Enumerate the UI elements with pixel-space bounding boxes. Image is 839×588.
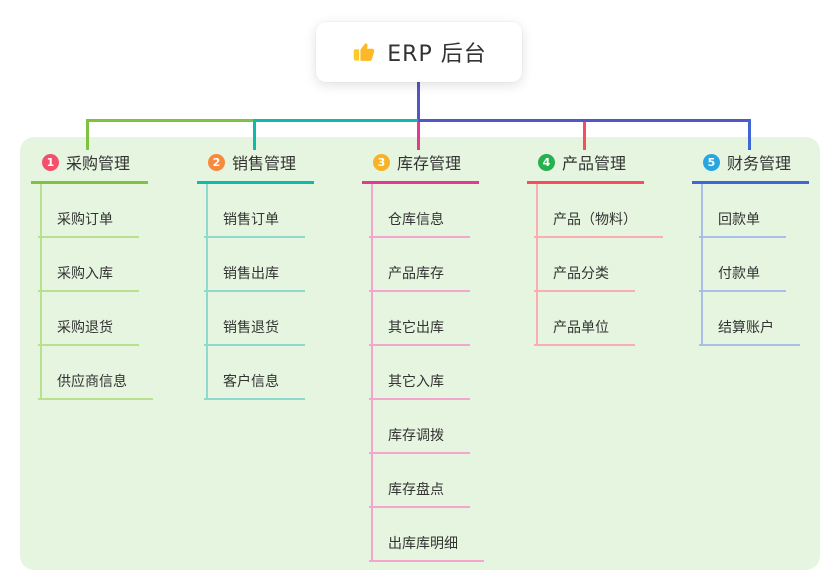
node-product-material[interactable]: 产品（物料）	[534, 184, 663, 238]
node-purchase-return[interactable]: 采购退货	[38, 292, 148, 346]
branch-number-badge: 3	[373, 153, 390, 171]
branch-product: 4 产品管理 产品（物料） 产品分类 产品单位	[527, 150, 663, 346]
branch-product-header[interactable]: 4 产品管理	[527, 150, 644, 184]
connector-drop-product	[583, 122, 586, 150]
branch-sales: 2 销售管理 销售订单 销售出库 销售退货 客户信息	[197, 150, 314, 400]
branch-product-label: 产品管理	[562, 154, 627, 173]
connector-horizontal-sales	[254, 119, 418, 122]
branch-number-badge: 2	[208, 153, 225, 171]
connector-horizontal-right	[418, 119, 751, 122]
root-node-label: ERP 后台	[387, 42, 487, 67]
node-receipt-order[interactable]: 回款单	[699, 184, 809, 238]
node-product-stock[interactable]: 产品库存	[369, 238, 479, 292]
branch-number-badge: 4	[538, 153, 555, 171]
connector-drop-sales	[253, 119, 256, 150]
node-other-outbound[interactable]: 其它出库	[369, 292, 479, 346]
node-stock-transfer[interactable]: 库存调拨	[369, 400, 479, 454]
branch-finance: 5 财务管理 回款单 付款单 结算账户	[692, 150, 809, 346]
thumbs-up-icon	[351, 39, 377, 65]
branch-finance-label: 财务管理	[727, 154, 792, 173]
node-sales-order[interactable]: 销售订单	[204, 184, 314, 238]
root-node-erp-backend[interactable]: ERP 后台	[316, 22, 522, 82]
branch-inventory-label: 库存管理	[397, 154, 462, 173]
node-settlement-account[interactable]: 结算账户	[699, 292, 809, 346]
branch-number-badge: 1	[42, 153, 59, 171]
branch-purchase: 1 采购管理 采购订单 采购入库 采购退货 供应商信息	[31, 150, 153, 400]
connector-drop-purchase	[86, 119, 89, 150]
branches-background-panel	[20, 137, 820, 570]
connector-trunk	[417, 82, 420, 121]
node-warehouse-info[interactable]: 仓库信息	[369, 184, 479, 238]
node-sales-outbound[interactable]: 销售出库	[204, 238, 314, 292]
branch-sales-header[interactable]: 2 销售管理	[197, 150, 314, 184]
node-purchase-order[interactable]: 采购订单	[38, 184, 148, 238]
node-sales-return[interactable]: 销售退货	[204, 292, 314, 346]
node-product-category[interactable]: 产品分类	[534, 238, 644, 292]
branch-product-children: 产品（物料） 产品分类 产品单位	[534, 184, 663, 346]
branch-inventory-children: 仓库信息 产品库存 其它出库 其它入库 库存调拨 库存盘点 出库库明细	[369, 184, 484, 562]
branch-sales-label: 销售管理	[232, 154, 297, 173]
branch-sales-children: 销售订单 销售出库 销售退货 客户信息	[204, 184, 314, 400]
branch-inventory-header[interactable]: 3 库存管理	[362, 150, 479, 184]
branch-purchase-children: 采购订单 采购入库 采购退货 供应商信息	[38, 184, 153, 400]
node-purchase-inbound[interactable]: 采购入库	[38, 238, 148, 292]
branch-finance-header[interactable]: 5 财务管理	[692, 150, 809, 184]
connector-drop-finance	[748, 119, 751, 150]
branch-purchase-label: 采购管理	[66, 154, 131, 173]
branch-inventory: 3 库存管理 仓库信息 产品库存 其它出库 其它入库 库存调拨 库存盘点 出库库…	[362, 150, 484, 562]
node-customer-info[interactable]: 客户信息	[204, 346, 314, 400]
branch-finance-children: 回款单 付款单 结算账户	[699, 184, 809, 346]
node-payment-order[interactable]: 付款单	[699, 238, 809, 292]
node-other-inbound[interactable]: 其它入库	[369, 346, 479, 400]
node-outbound-detail[interactable]: 出库库明细	[369, 508, 484, 562]
node-product-unit[interactable]: 产品单位	[534, 292, 644, 346]
connector-horizontal-purchase	[86, 119, 254, 122]
connector-drop-inventory	[417, 122, 420, 150]
node-supplier-info[interactable]: 供应商信息	[38, 346, 153, 400]
branch-number-badge: 5	[703, 153, 720, 171]
node-stock-take[interactable]: 库存盘点	[369, 454, 479, 508]
branch-purchase-header[interactable]: 1 采购管理	[31, 150, 148, 184]
